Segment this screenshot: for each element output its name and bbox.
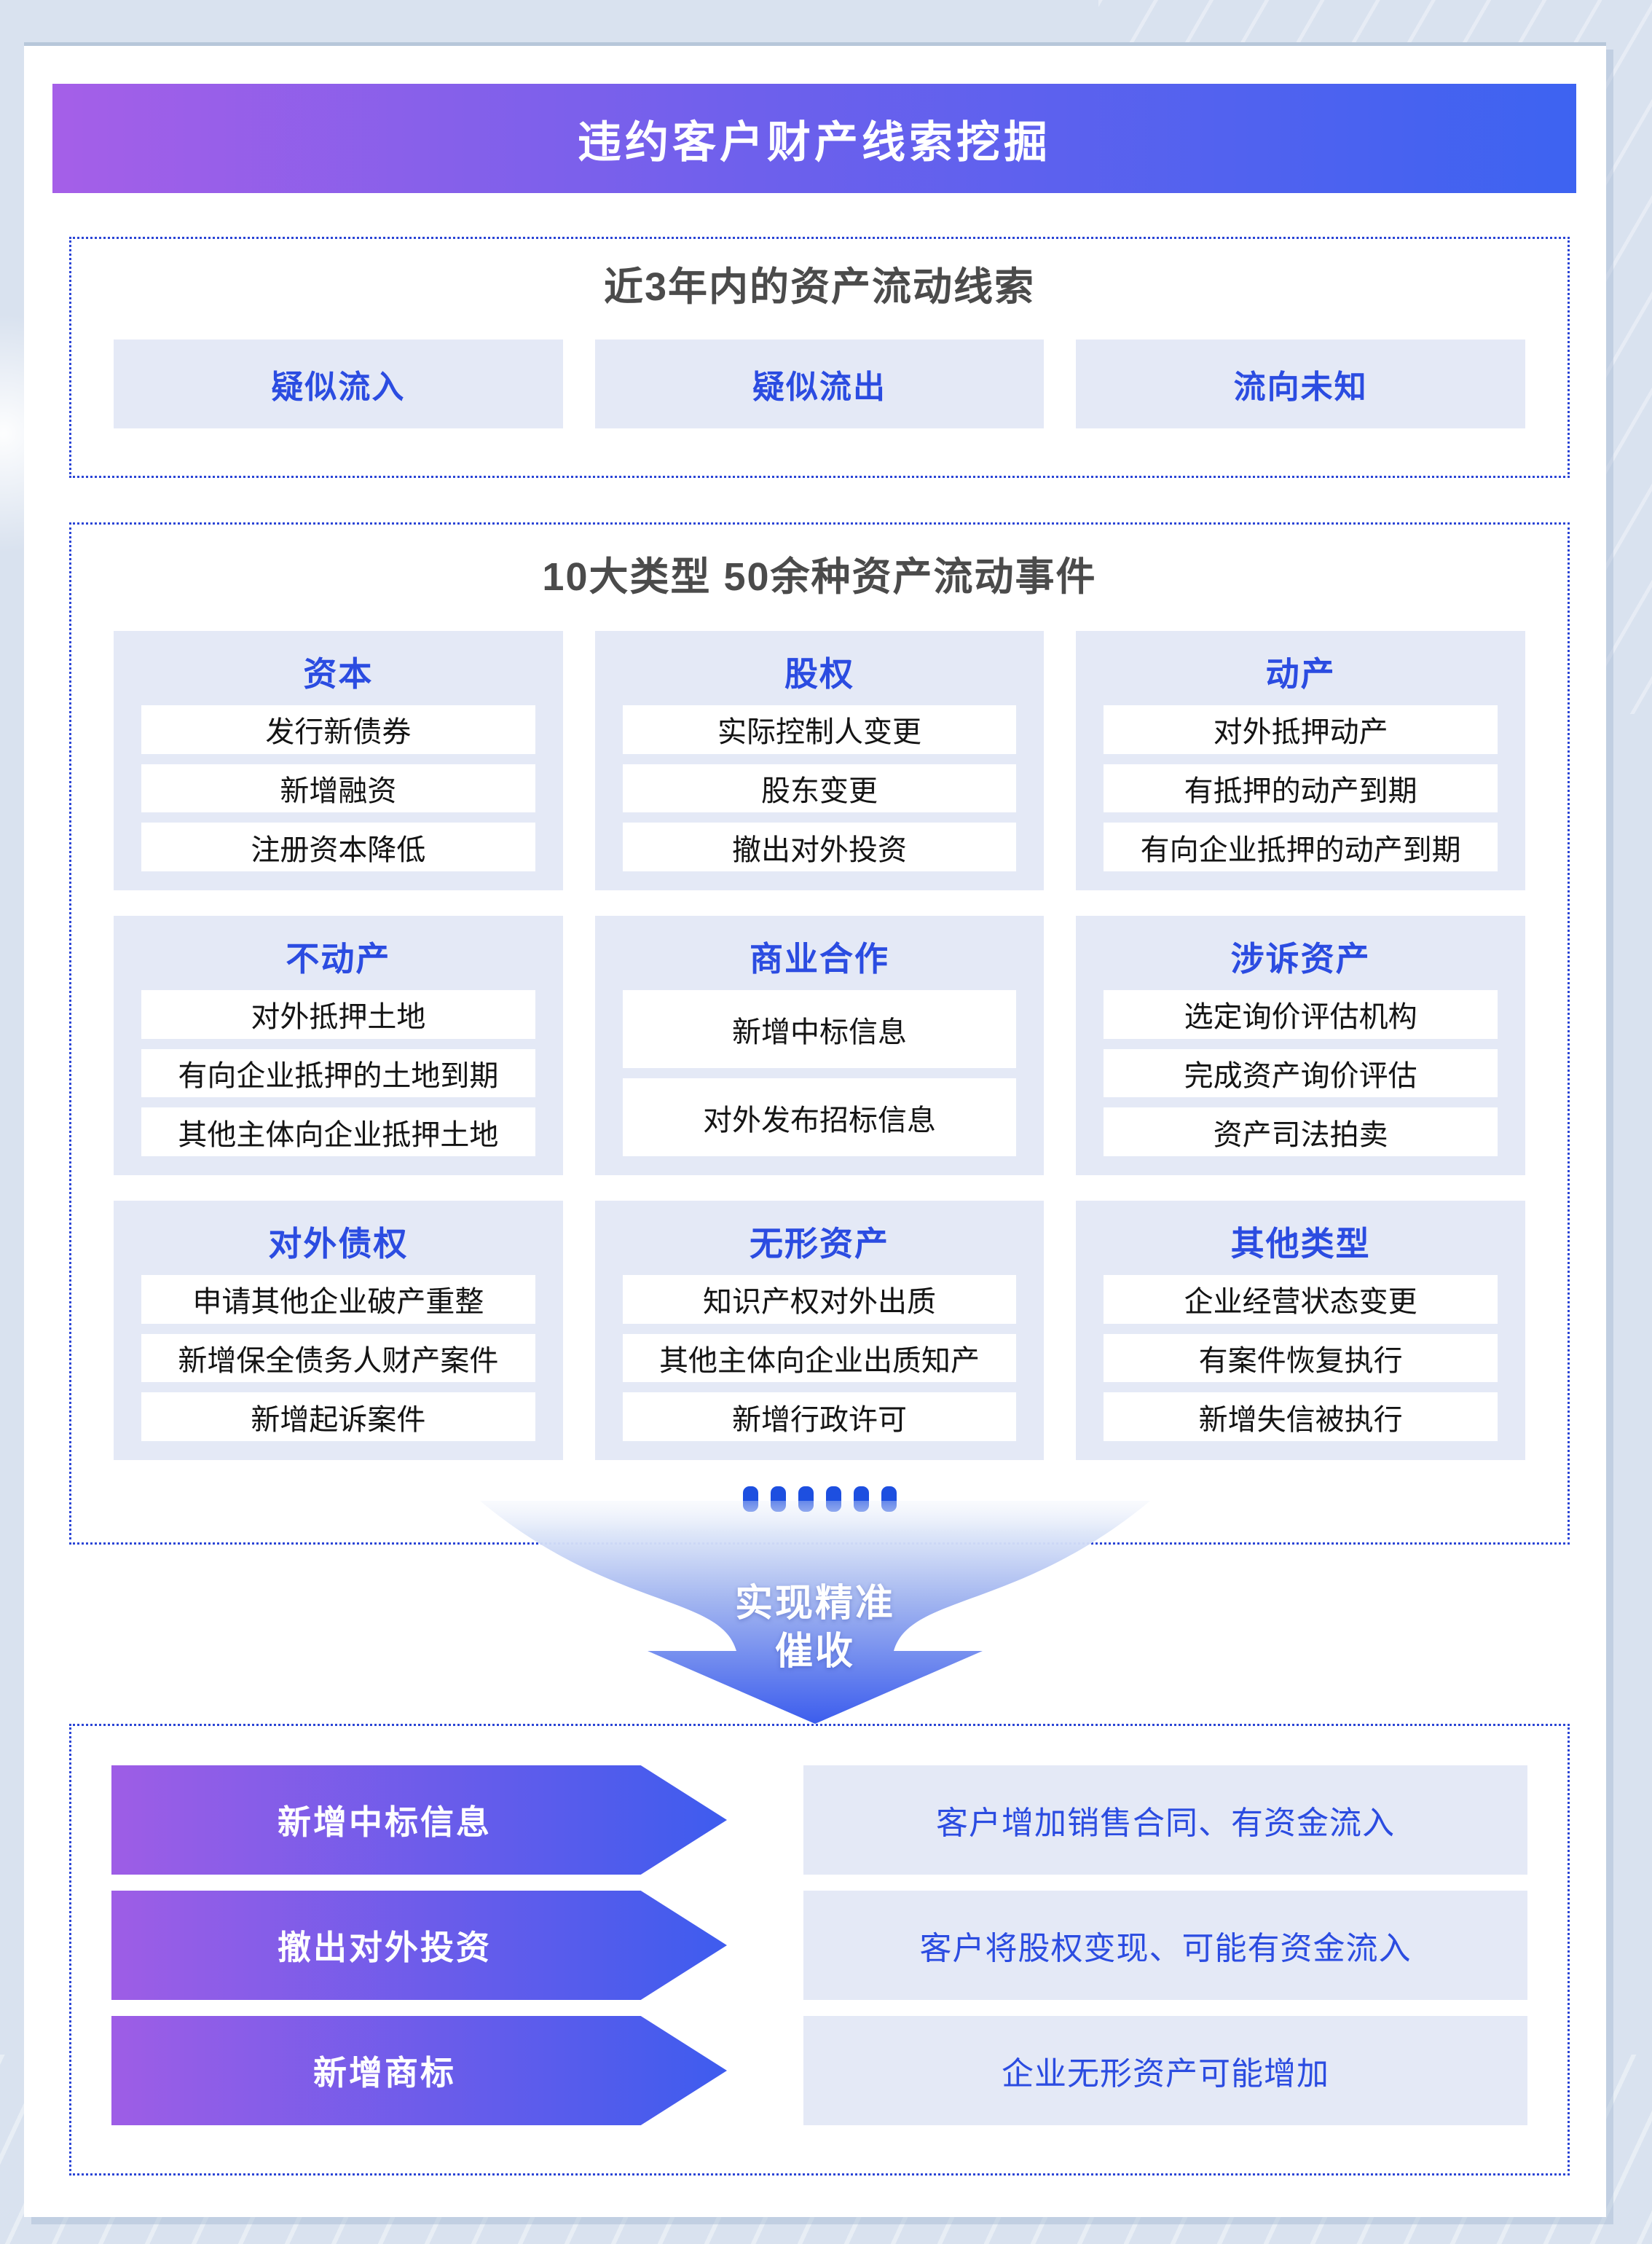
category-grid: 资本 发行新债券 新增融资 注册资本降低 股权 实际控制人变更 股东变更 撤出对… <box>71 631 1568 1460</box>
event-item: 其他主体向企业抵押土地 <box>141 1107 535 1157</box>
event-item: 对外抵押动产 <box>1104 705 1498 754</box>
event-item: 企业经营状态变更 <box>1104 1275 1498 1324</box>
category-card-capital: 资本 发行新债券 新增融资 注册资本降低 <box>114 631 563 890</box>
category-card-other-types: 其他类型 企业经营状态变更 有案件恢复执行 新增失信被执行 <box>1076 1201 1525 1460</box>
poster-card: 违约客户财产线索挖掘 近3年内的资产流动线索 疑似流入 疑似流出 流向未知 10… <box>24 42 1606 2217</box>
category-title: 对外债权 <box>268 1225 409 1263</box>
event-item: 知识产权对外出质 <box>622 1275 1017 1324</box>
category-title: 不动产 <box>286 940 391 978</box>
category-title: 商业合作 <box>749 940 889 978</box>
outcome-desc: 客户将股权变现、可能有资金流入 <box>803 1891 1527 2000</box>
category-card-litigation-assets: 涉诉资产 选定询价评估机构 完成资产询价评估 资产司法拍卖 <box>1076 916 1525 1175</box>
category-items: 企业经营状态变更 有案件恢复执行 新增失信被执行 <box>1104 1275 1498 1442</box>
header-banner: 违约客户财产线索挖掘 <box>52 84 1576 193</box>
event-item: 撤出对外投资 <box>622 823 1017 872</box>
outcome-row: 撤出对外投资 客户将股权变现、可能有资金流入 <box>111 1891 1527 2000</box>
event-item: 有向企业抵押的动产到期 <box>1104 823 1498 872</box>
section-events-title: 10大类型 50余种资产流动事件 <box>542 555 1097 599</box>
event-item: 新增融资 <box>141 764 535 813</box>
category-card-equity: 股权 实际控制人变更 股东变更 撤出对外投资 <box>594 631 1045 890</box>
event-item: 发行新债券 <box>141 705 535 754</box>
event-item: 新增保全债务人财产案件 <box>141 1333 535 1383</box>
event-item: 新增行政许可 <box>622 1392 1017 1442</box>
category-card-business-cooperation: 商业合作 新增中标信息 对外发布招标信息 <box>594 916 1045 1175</box>
funnel-label-line1: 实现精准 <box>734 1582 895 1625</box>
event-item: 实际控制人变更 <box>622 705 1017 754</box>
category-items: 选定询价评估机构 完成资产询价评估 资产司法拍卖 <box>1104 990 1498 1157</box>
event-item: 新增起诉案件 <box>141 1392 535 1442</box>
flow-item-outflow: 疑似流出 <box>594 340 1045 428</box>
outcome-row: 新增中标信息 客户增加销售合同、有资金流入 <box>111 1765 1527 1875</box>
category-title: 其他类型 <box>1230 1225 1371 1263</box>
outcome-desc: 企业无形资产可能增加 <box>803 2016 1527 2125</box>
category-items: 对外抵押动产 有抵押的动产到期 有向企业抵押的动产到期 <box>1104 705 1498 872</box>
category-items: 发行新债券 新增融资 注册资本降低 <box>141 705 535 872</box>
event-item: 有抵押的动产到期 <box>1104 764 1498 813</box>
funnel-arrow-shape <box>480 1501 1150 1724</box>
event-item: 选定询价评估机构 <box>1104 990 1498 1039</box>
event-item: 新增失信被执行 <box>1104 1392 1498 1442</box>
section-flow-clues: 近3年内的资产流动线索 疑似流入 疑似流出 流向未知 <box>69 237 1570 478</box>
event-item: 申请其他企业破产重整 <box>141 1275 535 1324</box>
category-items: 知识产权对外出质 其他主体向企业出质知产 新增行政许可 <box>622 1275 1017 1442</box>
category-items: 实际控制人变更 股东变更 撤出对外投资 <box>622 705 1017 872</box>
page-title: 违约客户财产线索挖掘 <box>578 117 1051 167</box>
event-item: 对外发布招标信息 <box>622 1078 1017 1156</box>
event-item: 有向企业抵押的土地到期 <box>141 1048 535 1098</box>
event-item: 有案件恢复执行 <box>1104 1333 1498 1383</box>
category-card-movable-assets: 动产 对外抵押动产 有抵押的动产到期 有向企业抵押的动产到期 <box>1076 631 1525 890</box>
category-title: 动产 <box>1265 655 1336 693</box>
section-flow-title: 近3年内的资产流动线索 <box>603 265 1036 309</box>
category-title: 无形资产 <box>749 1225 889 1263</box>
event-item: 对外抵押土地 <box>141 990 535 1039</box>
category-items: 新增中标信息 对外发布招标信息 <box>622 990 1017 1156</box>
event-item: 资产司法拍卖 <box>1104 1107 1498 1157</box>
outcome-tag-new-trademark: 新增商标 <box>111 2016 727 2125</box>
outcome-row: 新增商标 企业无形资产可能增加 <box>111 2016 1527 2125</box>
outcome-desc: 客户增加销售合同、有资金流入 <box>803 1765 1527 1875</box>
outcome-tag-withdraw-investment: 撤出对外投资 <box>111 1891 727 2000</box>
category-items: 对外抵押土地 有向企业抵押的土地到期 其他主体向企业抵押土地 <box>141 990 535 1157</box>
category-title: 股权 <box>784 655 854 693</box>
event-item: 股东变更 <box>622 764 1017 813</box>
category-card-real-estate: 不动产 对外抵押土地 有向企业抵押的土地到期 其他主体向企业抵押土地 <box>114 916 563 1175</box>
section-event-types: 10大类型 50余种资产流动事件 资本 发行新债券 新增融资 注册资本降低 股权… <box>69 522 1570 1545</box>
flow-items-row: 疑似流入 疑似流出 流向未知 <box>71 340 1568 428</box>
category-title: 资本 <box>303 655 374 693</box>
funnel-label: 实现精准 催收 <box>480 1580 1150 1676</box>
section-outcomes: 新增中标信息 客户增加销售合同、有资金流入 撤出对外投资 客户将股权变现、可能有… <box>69 1724 1570 2176</box>
event-item: 注册资本降低 <box>141 823 535 872</box>
event-item: 其他主体向企业出质知产 <box>622 1333 1017 1383</box>
outcome-tag-new-bid-info: 新增中标信息 <box>111 1765 727 1875</box>
event-item: 新增中标信息 <box>622 990 1017 1068</box>
flow-item-unknown: 流向未知 <box>1076 340 1526 428</box>
category-title: 涉诉资产 <box>1230 940 1371 978</box>
event-item: 完成资产询价评估 <box>1104 1048 1498 1098</box>
funnel-label-line2: 催收 <box>774 1631 855 1673</box>
category-card-intangible-assets: 无形资产 知识产权对外出质 其他主体向企业出质知产 新增行政许可 <box>594 1201 1045 1460</box>
funnel-down-arrow: 实现精准 催收 <box>480 1501 1150 1724</box>
category-card-external-claims: 对外债权 申请其他企业破产重整 新增保全债务人财产案件 新增起诉案件 <box>114 1201 563 1460</box>
category-items: 申请其他企业破产重整 新增保全债务人财产案件 新增起诉案件 <box>141 1275 535 1442</box>
flow-item-inflow: 疑似流入 <box>114 340 563 428</box>
